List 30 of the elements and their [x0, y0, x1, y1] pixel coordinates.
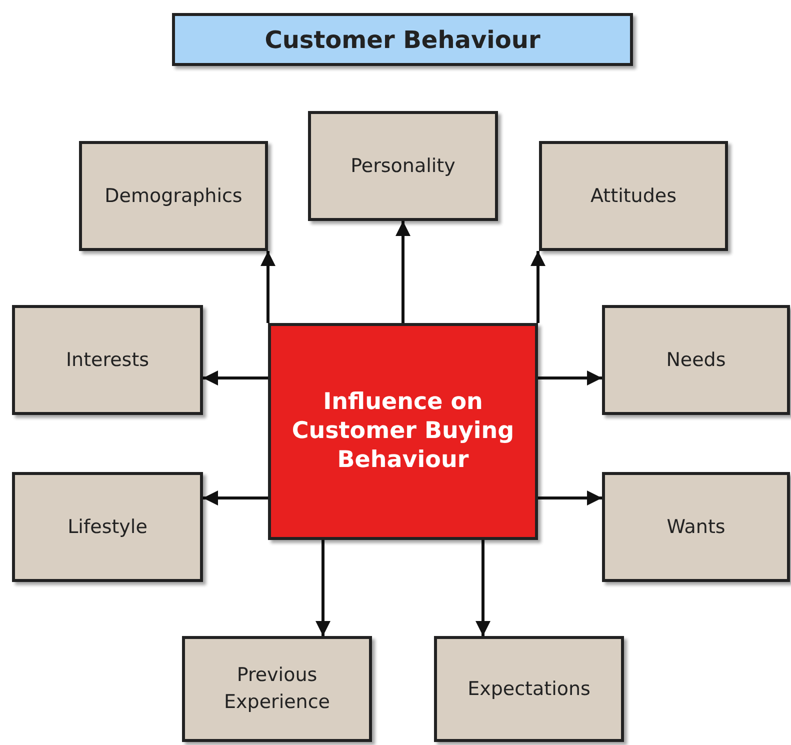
title-banner: Customer Behaviour [172, 13, 633, 66]
factor-box [79, 141, 268, 251]
arrow [203, 490, 268, 506]
factor-label: Personality [350, 154, 456, 179]
arrow [260, 251, 276, 323]
central-label: Influence on Customer Buying Behaviour [290, 388, 516, 475]
factor-label: Lifestyle [66, 514, 148, 540]
factor-label: Interests [64, 348, 150, 373]
factor-label: Previous Experience [223, 663, 331, 715]
factor-label: Wants [666, 514, 726, 540]
factor-box [308, 111, 498, 221]
arrow [530, 251, 546, 323]
arrow [316, 540, 330, 636]
factor-box [12, 472, 203, 582]
factor-box [539, 141, 728, 251]
factor-box [12, 305, 203, 415]
factor-box [602, 472, 790, 582]
factor-label: Attitudes [590, 184, 678, 209]
arrow [396, 221, 410, 323]
factor-box [434, 636, 624, 742]
factor-box [602, 305, 790, 415]
factor-label: Needs [665, 348, 727, 373]
factor-box [182, 636, 372, 742]
arrow [538, 370, 602, 386]
arrow [476, 540, 490, 636]
arrow [538, 490, 602, 506]
factor-label: Demographics [104, 184, 244, 209]
arrow [203, 370, 268, 386]
factor-label: Expectations [466, 676, 592, 702]
central-box [268, 323, 538, 540]
